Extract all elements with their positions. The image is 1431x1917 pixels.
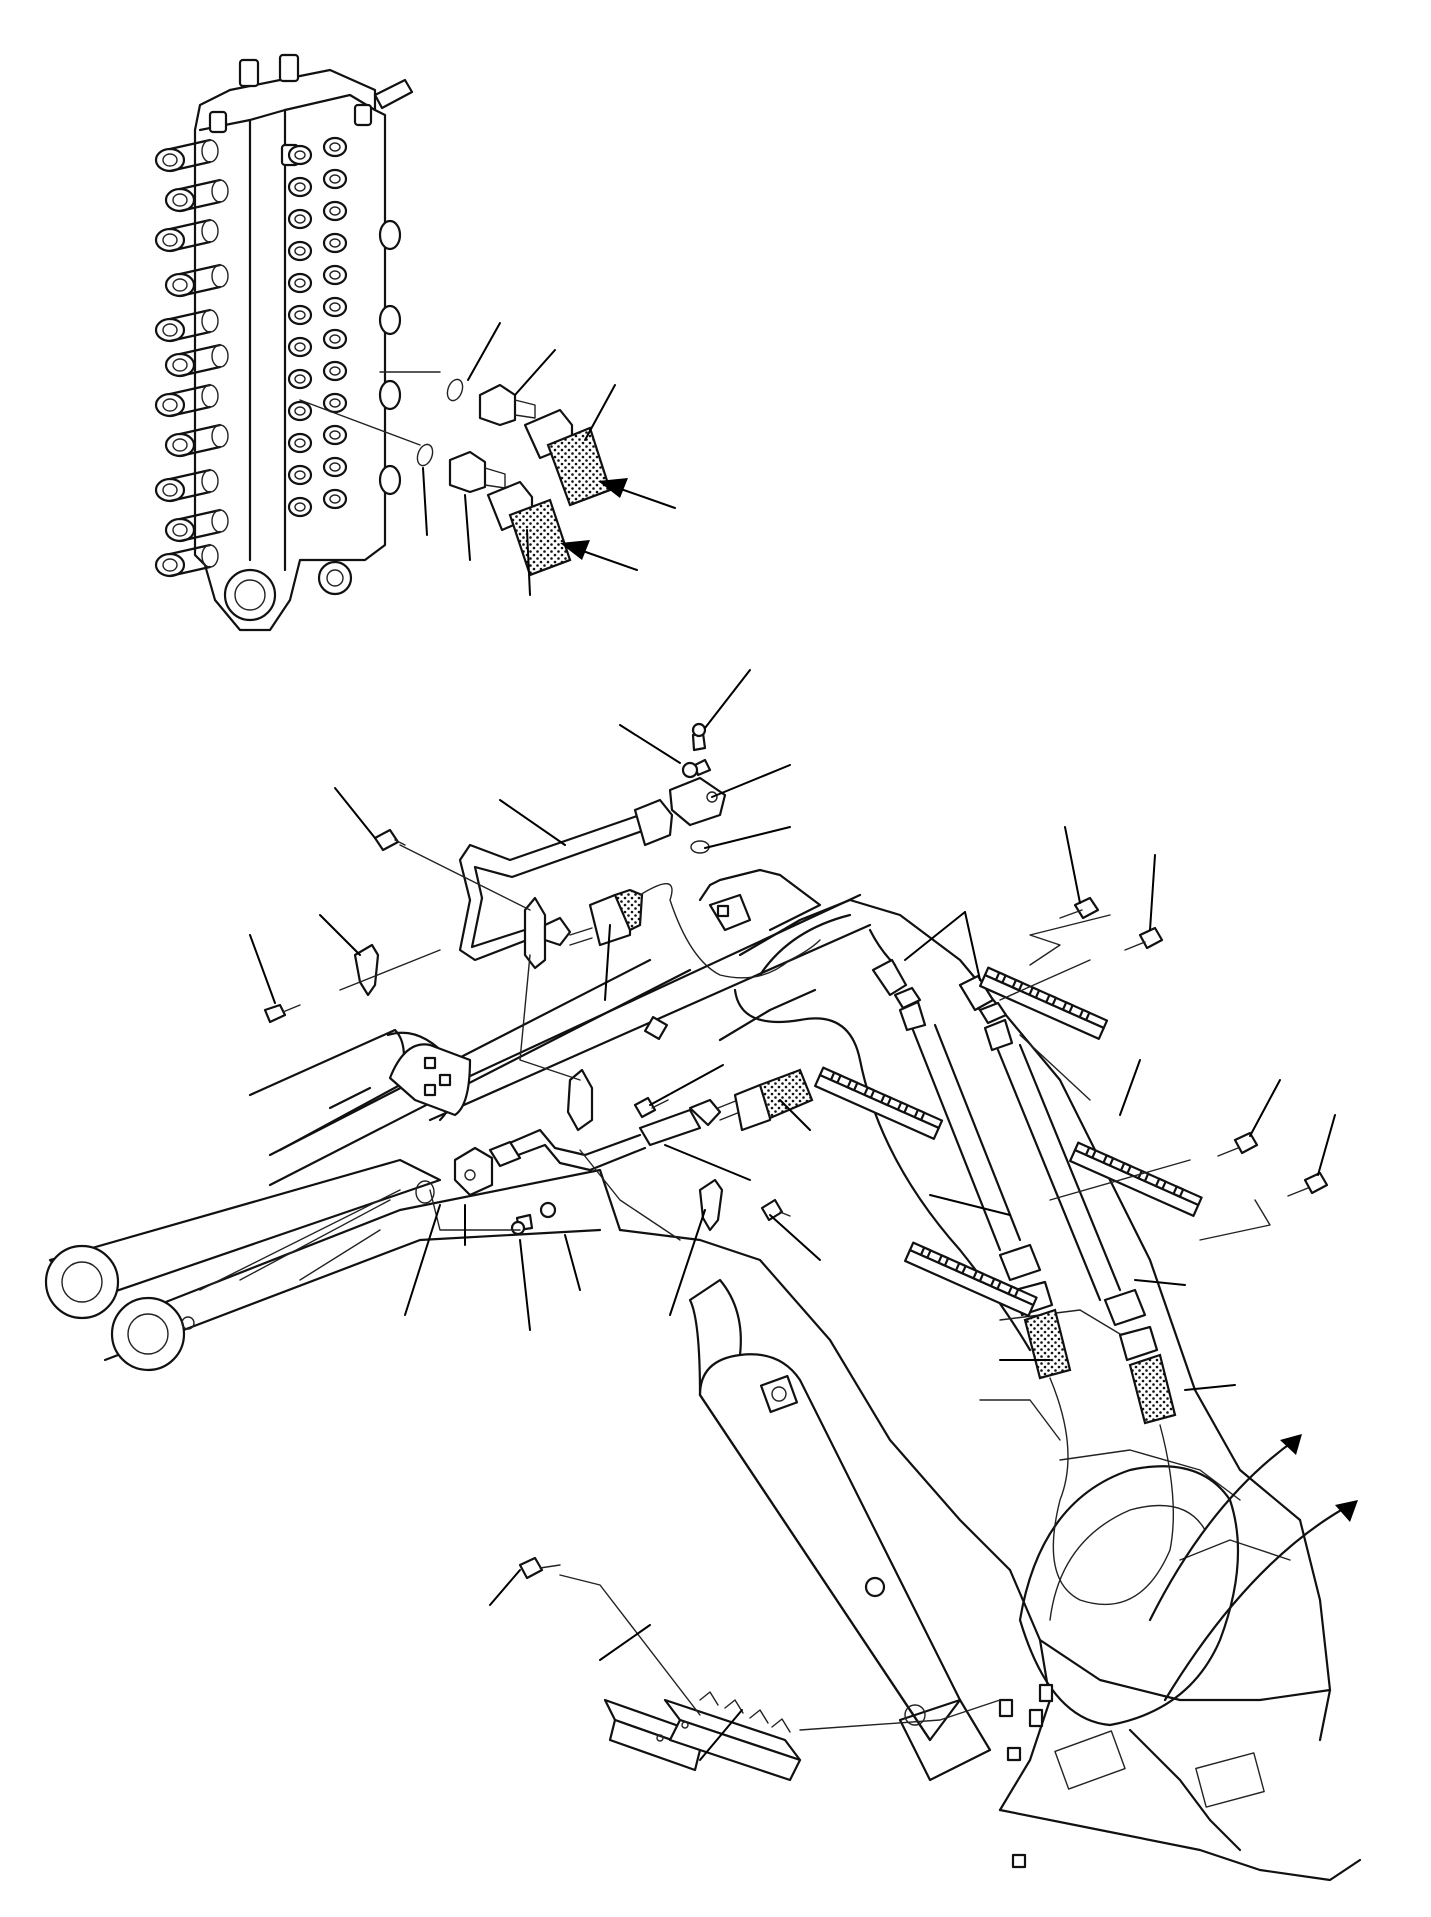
valve-face-ports (287, 136, 348, 518)
valve-port (322, 488, 348, 510)
adapter-upper (478, 383, 536, 427)
upper-pipe (458, 798, 674, 962)
spool-plug (164, 343, 229, 378)
valve-port (287, 208, 313, 230)
valve-port (287, 336, 313, 358)
adapter-lower (448, 450, 506, 494)
arm-link (44, 1158, 622, 1372)
hose-end-upper (523, 408, 612, 507)
lower-hose-end (688, 1068, 814, 1132)
hose-end-lower (486, 480, 572, 577)
valve-port (287, 496, 313, 518)
control-valve (193, 53, 414, 632)
spool-plug (154, 468, 219, 503)
valve-port (322, 200, 348, 222)
reference-lines (339, 844, 1271, 1731)
side-plug (378, 379, 402, 411)
boom-foot-boss (998, 1465, 1240, 1728)
hose-clamp (904, 1241, 1038, 1317)
hose-clamps (814, 966, 1203, 1317)
valve-port (322, 136, 348, 158)
flow-arrow-upper (598, 478, 676, 509)
flow-arrows-boom (1148, 1434, 1358, 1702)
split-flange-top (668, 722, 727, 854)
boom-bracket-top (698, 868, 822, 932)
pipe-clamp-lower (415, 1068, 594, 1236)
o-ring-upper (446, 378, 464, 402)
valve-port (287, 144, 313, 166)
spool-plug (154, 218, 219, 253)
callout-leaders-lower (249, 669, 1336, 1761)
valve-port (322, 456, 348, 478)
valve-port (287, 400, 313, 422)
hose-clamp (814, 1066, 944, 1140)
valve-port (322, 360, 348, 382)
spool-plug (164, 263, 229, 298)
side-plug (378, 304, 402, 336)
boom (618, 898, 1362, 1882)
valve-port (322, 392, 348, 414)
spool-plug (154, 383, 219, 418)
clip-lower (698, 1178, 724, 1232)
lower-pipe (488, 1108, 702, 1172)
flow-arrow-lower (560, 540, 638, 571)
side-plug (378, 219, 402, 251)
split-flanges (603, 1691, 802, 1782)
hose-clamp (979, 966, 1109, 1040)
spool-plug (154, 138, 219, 173)
arm-cylinder (248, 893, 872, 1187)
valve-port (287, 432, 313, 454)
spool-plug (164, 508, 229, 543)
spool-plug (154, 543, 219, 578)
spool-plug (154, 308, 219, 343)
valve-port (322, 424, 348, 446)
valve-port (287, 304, 313, 326)
bolts (263, 828, 1329, 1598)
spool-plug (164, 178, 229, 213)
valve-port (287, 240, 313, 262)
side-plug (378, 464, 402, 496)
pipe-clamp-upper (523, 896, 547, 970)
hose-clamp (1069, 1141, 1203, 1217)
o-ring-lower (416, 443, 434, 467)
boom-cylinder (688, 1278, 992, 1782)
valve-port (322, 168, 348, 190)
spool-plug (164, 423, 229, 458)
valve-port (287, 464, 313, 486)
valve-port (322, 328, 348, 350)
valve-port (322, 232, 348, 254)
hoses (868, 928, 1177, 1606)
valve-port (287, 368, 313, 390)
valve-right-plugs (378, 219, 402, 496)
valve-port (287, 176, 313, 198)
valve-left-spool-plugs (154, 138, 229, 578)
callout-leaders-upper (422, 322, 616, 596)
upper-hose-end (543, 883, 821, 979)
valve-port (322, 296, 348, 318)
valve-port (322, 264, 348, 286)
valve-port (287, 272, 313, 294)
